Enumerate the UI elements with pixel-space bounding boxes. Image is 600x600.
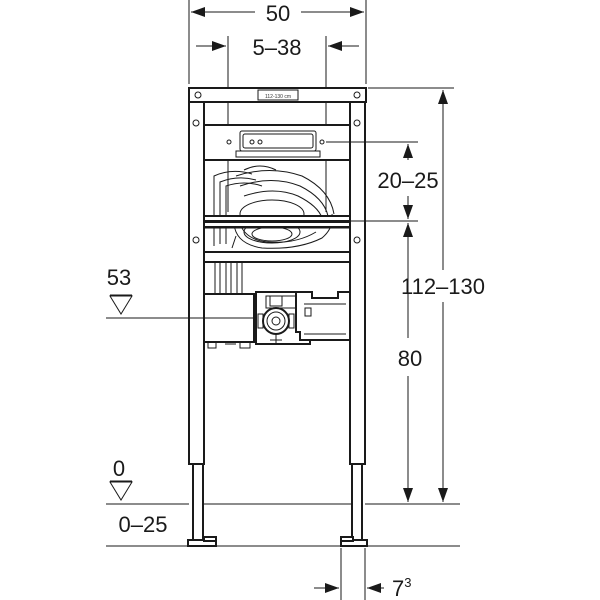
foot-offset-dimension: 73 [314,548,411,600]
label-overall-width: 50 [266,1,290,26]
height-indicator-53: 53 [106,265,256,319]
label-inner-width: 5–38 [253,35,302,60]
control-unit-box [203,293,255,349]
floor-level-indicator: 0 0–25 [106,456,460,547]
frame-plate-text: 112-130 cm [265,94,291,100]
width-dimension-50: 50 [188,0,367,84]
installation-frame: 112-130 cm [187,87,368,547]
supply-pipes [214,262,243,294]
height-dimension-20-25: 20–25 [204,141,439,222]
label-waste-height: 53 [107,265,131,290]
label-floor-level: 0 [113,456,125,481]
height-dimension-112-130: 112–130 [368,87,485,502]
label-outlet-height: 80 [398,346,422,371]
label-floor-range: 0–25 [119,512,168,537]
label-total-height: 112–130 [401,274,485,299]
height-dimension-80: 80 [398,223,422,502]
label-foot-offset: 73 [392,575,411,600]
cistern-hose-assembly [213,165,335,249]
label-upper-range: 20–25 [377,168,438,193]
mounting-bracket [295,291,351,341]
